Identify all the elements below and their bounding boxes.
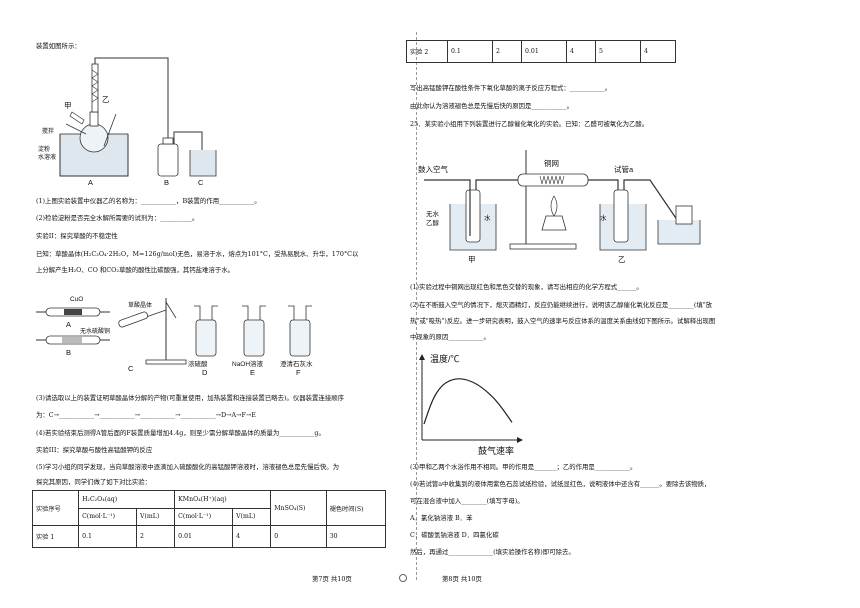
question-4: (4)若实验结束后测得A管后面的F装置质量增加4.4g，则至少需分解草酸晶体的质… bbox=[36, 429, 325, 437]
table-cell: 0 bbox=[270, 525, 327, 548]
page-footer-left: 第7页 共10页 bbox=[312, 575, 352, 583]
x-axis-label: 鼓气速率 bbox=[478, 446, 515, 456]
option-a-b: A．氯化钠溶液 B．苯 bbox=[410, 514, 473, 522]
final-operation: 然后，再通过______________(填实验操作名称)即可除去。 bbox=[410, 548, 575, 556]
label-d-name: 浓硫酸 bbox=[188, 361, 208, 368]
table-cell: 2 bbox=[492, 40, 522, 63]
question-1: (1)上图实验装置中仪器乙的名称为：___________，B装置的作用____… bbox=[36, 197, 261, 205]
question-2: (2)检验淀粉是否完全水解所需要的试剂为：__________。 bbox=[36, 214, 199, 222]
question-5-line1: (5)学习小组的同学发现，当向草酸溶液中逐滴加入硫酸酸化的高锰酸钾溶液时，溶液褪… bbox=[36, 463, 340, 471]
header-kmno4: KMnO₄(H⁺)(aq) bbox=[174, 490, 272, 509]
question-3-line1: (3)请选取以上的装置证明草酸晶体分解的产物(可重复使用，加热装置和连接装置已略… bbox=[36, 394, 345, 402]
part-2-line3: 中现象的原因___________。 bbox=[410, 333, 490, 341]
experiment-3-title: 实验III：探究草酸与酸性高锰酸钾的反应 bbox=[36, 446, 153, 454]
label-cuo: CuO bbox=[70, 296, 84, 303]
label-tube-a: 试管a bbox=[614, 165, 634, 174]
label-crystal: 草酸晶体 bbox=[128, 303, 153, 309]
label-f-name: 澄清石灰水 bbox=[280, 361, 313, 368]
figure-decomposition-apparatus: CuO A 无水硫酸铜 B 草酸晶体 C 浓硫酸 D NaOH溶液 E 澄清石灰… bbox=[36, 292, 326, 384]
label-f: F bbox=[296, 368, 301, 377]
label-stir: 搅拌 bbox=[42, 129, 55, 135]
label-b: B bbox=[164, 178, 170, 187]
label-b2: B bbox=[66, 348, 72, 357]
reason-prompt: 由此你认为溶液褪色总是先慢后快的原因是___________。 bbox=[410, 102, 573, 110]
figure-ethanol-oxidation: 鼓入空气 铜网 试管a 无水 乙醇 水 水 甲 乙 bbox=[414, 140, 704, 268]
table-cell: 5 bbox=[595, 40, 641, 63]
question-5-line2: 探究其原因，同学们做了如下对比实验： bbox=[36, 478, 152, 486]
table-cell: 0.01 bbox=[521, 40, 567, 63]
part-2-line1: (2)在不断鼓入空气的情况下，熄灭酒精灯，反应仍能继续进行，说明该乙醇催化氧化反… bbox=[410, 301, 713, 309]
part-4-line2: 可在混合液中加入________(填写字母)。 bbox=[410, 497, 524, 505]
question-3-line2: 为：C→___________→___________→___________→… bbox=[36, 411, 256, 419]
x-axis-arrow-icon bbox=[517, 437, 523, 443]
label-ethanol-1: 无水 bbox=[426, 211, 439, 218]
header-time: 褪色时间(S) bbox=[325, 490, 387, 526]
table-cell: 实验 1 bbox=[31, 525, 80, 548]
label-jia2: 甲 bbox=[468, 255, 476, 264]
temperature-chart: 温度/℃ 鼓气速率 bbox=[408, 350, 528, 456]
table-row: 实验 2 0.1 2 0.01 4 5 4 bbox=[406, 40, 676, 63]
label-air: 鼓入空气 bbox=[418, 165, 448, 174]
header-seq: 实验序号 bbox=[31, 490, 80, 526]
experiment-2-title: 实验II：探究草酸的不稳定性 bbox=[36, 232, 118, 240]
intro-text: 装置如图所示： bbox=[36, 42, 81, 50]
label-c2: C bbox=[128, 364, 134, 373]
y-axis-arrow-icon bbox=[419, 354, 425, 360]
label-water-1: 水 bbox=[484, 215, 491, 222]
label-a2: A bbox=[66, 320, 72, 329]
experiment-table-continued: 实验 2 0.1 2 0.01 4 5 4 bbox=[406, 40, 676, 63]
right-page: 实验 2 0.1 2 0.01 4 5 4 写出高锰酸钾在酸性条件下氧化草酸的离… bbox=[406, 0, 860, 608]
experiment-table: 实验序号 H₂C₂O₄(aq) KMnO₄(H⁺)(aq) MnSO₄(S) 褪… bbox=[31, 490, 387, 548]
part-1: (1)实验过程中铜网出现红色和黑色交替的现象，请写出相应的化学方程式______… bbox=[410, 283, 643, 291]
label-ethanol-2: 乙醇 bbox=[426, 220, 439, 227]
table-cell: 4 bbox=[640, 40, 676, 63]
figure-hydrolysis-apparatus: 甲 乙 搅拌 淀粉 水溶液 A B C bbox=[36, 54, 236, 190]
ion-equation-prompt: 写出高锰酸钾在酸性条件下氧化草酸的离子反应方程式：___________。 bbox=[410, 84, 612, 92]
left-page: 装置如图所示： 甲 乙 bbox=[0, 0, 418, 608]
label-a: A bbox=[88, 178, 94, 187]
label-d: D bbox=[202, 368, 208, 377]
label-e: E bbox=[250, 368, 256, 377]
known-info-line1: 已知：草酸晶体(H₂C₂O₄·2H₂O，M=126g/mol)无色，易溶于水，熔… bbox=[36, 250, 359, 258]
part-2-line2: 热"或"吸热")反应。进一步研究表明，鼓入空气的速率与反应体系的温度关系曲线如下… bbox=[410, 317, 716, 325]
question-25: 25．某实验小组用下列装置进行乙醇催化氧化的实验。已知：乙醛可被氧化为乙酸。 bbox=[410, 120, 649, 128]
part-4-line1: (4)若试管a中收集到的液体用紫色石蕊试纸检验，试纸显红色，说明液体中还含有__… bbox=[410, 480, 711, 488]
part-3: (3)甲和乙两个水浴作用不相同。甲的作用是_______；乙的作用是______… bbox=[410, 463, 637, 471]
table-cell: 4 bbox=[232, 525, 272, 548]
label-anhydrous: 无水硫酸铜 bbox=[80, 329, 111, 335]
known-info-line2: 上分解产生H₂O、CO 和CO₂草酸的酸性比碳酸强，其钙盐难溶于水。 bbox=[36, 266, 234, 274]
table-cell: 30 bbox=[325, 525, 387, 548]
label-jia: 甲 bbox=[64, 101, 72, 110]
label-starch: 淀粉 bbox=[38, 147, 51, 153]
header-vol-1: V(mL) bbox=[136, 507, 176, 526]
series-line bbox=[423, 378, 513, 425]
table-cell: 0.1 bbox=[78, 525, 138, 548]
label-starch-solution: 水溶液 bbox=[38, 155, 57, 161]
table-cell: 实验 2 bbox=[406, 40, 448, 63]
label-copper-mesh: 铜网 bbox=[544, 159, 559, 168]
header-conc-2: C(mol·L⁻¹) bbox=[174, 507, 234, 526]
header-vol-2: V(mL) bbox=[232, 507, 272, 526]
page-divider bbox=[416, 32, 417, 580]
table-cell: 0.01 bbox=[174, 525, 234, 548]
label-e-name: NaOH溶液 bbox=[232, 361, 264, 368]
label-c: C bbox=[198, 178, 204, 187]
option-c-d: C．碳酸氢钠溶液 D．四氯化碳 bbox=[410, 531, 499, 539]
table-cell: 4 bbox=[566, 40, 596, 63]
table-cell: 0.1 bbox=[447, 40, 493, 63]
y-axis-label: 温度/℃ bbox=[430, 354, 460, 364]
label-yi2: 乙 bbox=[618, 255, 626, 264]
header-oxalic: H₂C₂O₄(aq) bbox=[78, 490, 176, 509]
table-cell: 2 bbox=[136, 525, 176, 548]
binding-hole-icon bbox=[399, 574, 407, 582]
page-footer-right: 第8页 共10页 bbox=[442, 575, 482, 583]
table-row: 实验 1 0.1 2 0.01 4 0 30 bbox=[31, 525, 387, 548]
header-mnso4: MnSO₄(S) bbox=[270, 490, 327, 526]
header-conc-1: C(mol·L⁻¹) bbox=[78, 507, 138, 526]
label-water-2: 水 bbox=[600, 215, 607, 222]
label-yi: 乙 bbox=[102, 95, 110, 104]
